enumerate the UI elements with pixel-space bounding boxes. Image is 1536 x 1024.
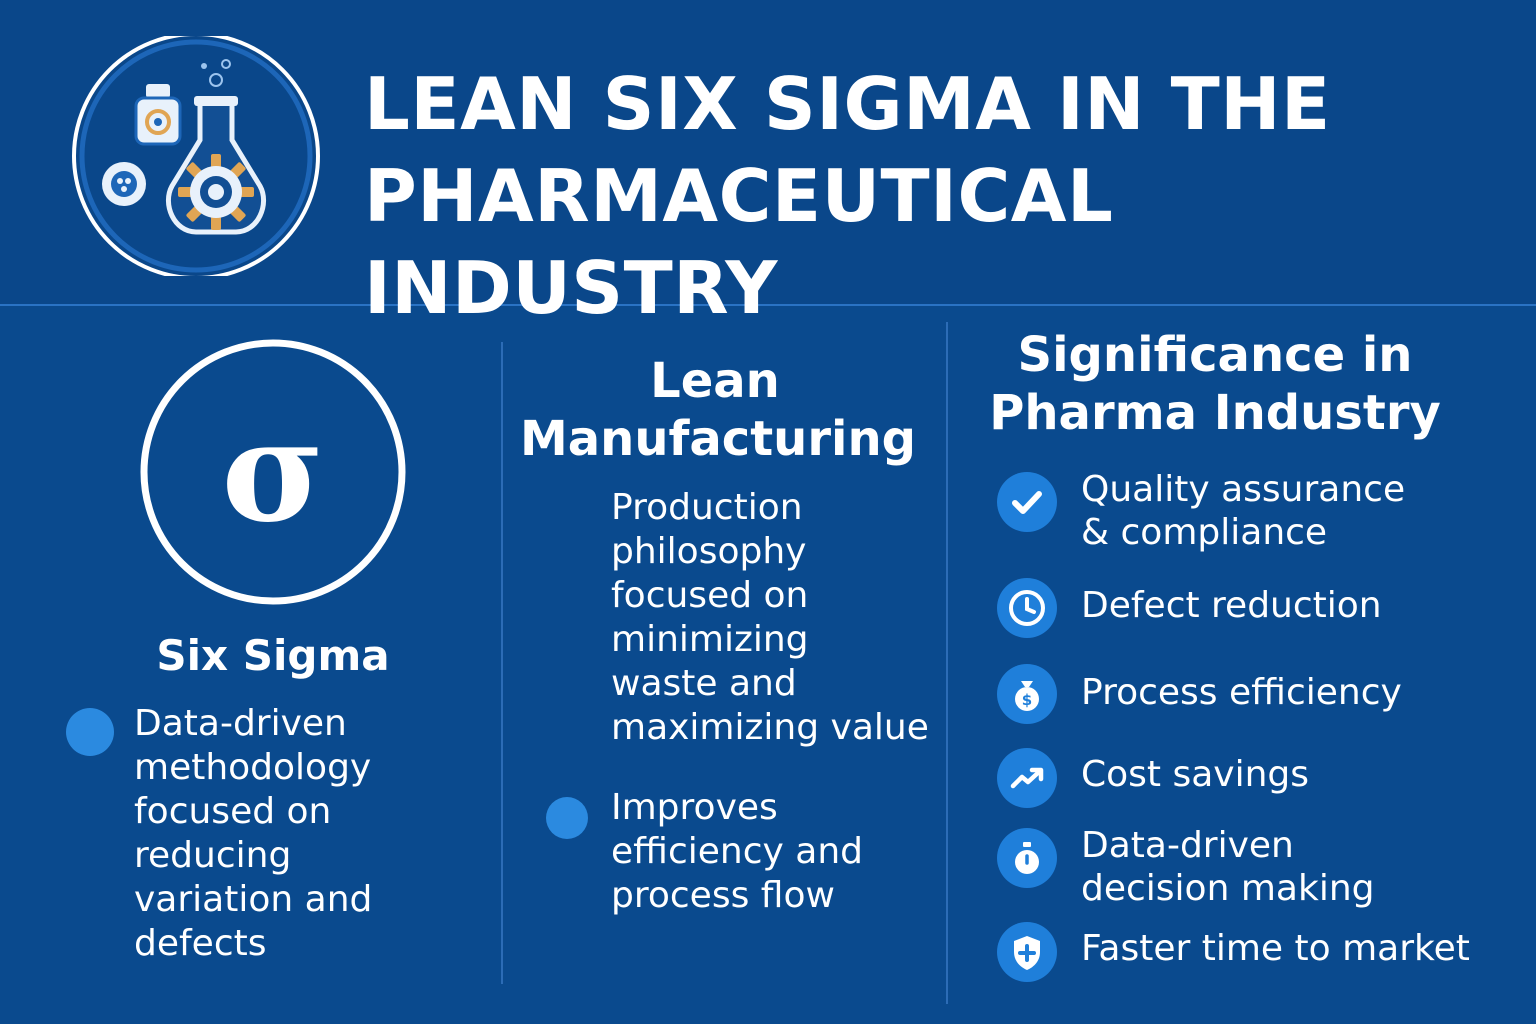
money-bag-icon: $: [997, 664, 1057, 724]
text-line: philosophy: [611, 531, 807, 572]
heading-line: Significance in: [1017, 327, 1413, 383]
text-line: minimizing: [611, 619, 809, 660]
text-line: decision making: [1081, 868, 1375, 909]
text-line: methodology: [134, 747, 372, 788]
text-line: Improves: [611, 787, 778, 828]
checkmark-icon: [997, 472, 1057, 532]
bullet-dot: [546, 797, 588, 839]
significance-label: Defect reduction: [1081, 584, 1382, 627]
shield-plus-icon: [997, 922, 1057, 982]
heading-line: Pharma Industry: [989, 385, 1441, 441]
lean-description: Production philosophy focused on minimiz…: [611, 486, 931, 750]
text-line: Defect reduction: [1081, 585, 1382, 626]
heading-line: Manufacturing: [520, 411, 916, 467]
significance-label: Quality assurance & compliance: [1081, 468, 1405, 554]
significance-label: Cost savings: [1081, 753, 1309, 796]
text-line: Quality assurance: [1081, 469, 1406, 510]
pharma-flask-gear-icon: [70, 32, 322, 280]
text-line: focused on reducing: [134, 791, 332, 876]
sigma-symbol: σ: [221, 390, 324, 554]
text-line: Cost savings: [1081, 754, 1310, 795]
lean-heading: Lean Manufacturing: [520, 352, 916, 468]
text-line: Data-driven: [134, 703, 347, 744]
text-line: & compliance: [1081, 512, 1328, 553]
text-line: Process efficiency: [1081, 672, 1402, 713]
page-title: LEAN SIX SIGMA IN THE PHARMACEUTICAL IND…: [364, 58, 1524, 334]
bullet-dot: [66, 708, 114, 756]
significance-label: Faster time to market: [1081, 927, 1470, 970]
text-line: waste and: [611, 663, 797, 704]
header-divider: [0, 304, 1536, 306]
text-line: Data-driven: [1081, 825, 1294, 866]
text-line: defects: [134, 923, 267, 964]
column-divider: [946, 322, 948, 1004]
trend-up-icon: [997, 748, 1057, 808]
significance-label: Data-driven decision making: [1081, 824, 1374, 910]
clock-icon: [997, 578, 1057, 638]
title-line-1: LEAN SIX SIGMA IN THE: [364, 62, 1331, 146]
text-line: Production: [611, 487, 803, 528]
heading-line: Lean: [650, 353, 780, 409]
title-line-2: PHARMACEUTICAL INDUSTRY: [364, 154, 1114, 330]
text-line: process flow: [611, 875, 835, 916]
significance-label: Process efficiency: [1081, 671, 1402, 714]
text-line: efficiency and: [611, 831, 863, 872]
text-line: variation and: [134, 879, 373, 920]
column-divider: [501, 342, 503, 984]
significance-heading: Significance in Pharma Industry: [970, 326, 1460, 442]
svg-text:$: $: [1022, 691, 1032, 709]
lean-bullet: Improves efficiency and process flow: [611, 786, 931, 918]
sigma-icon: σ: [139, 338, 407, 606]
six-sigma-heading: Six Sigma: [156, 631, 390, 680]
text-line: focused on: [611, 575, 809, 616]
text-line: Faster time to market: [1081, 928, 1470, 969]
six-sigma-description: Data-driven methodology focused on reduc…: [134, 702, 494, 966]
stopwatch-icon: [997, 828, 1057, 888]
text-line: maximizing value: [611, 707, 929, 748]
